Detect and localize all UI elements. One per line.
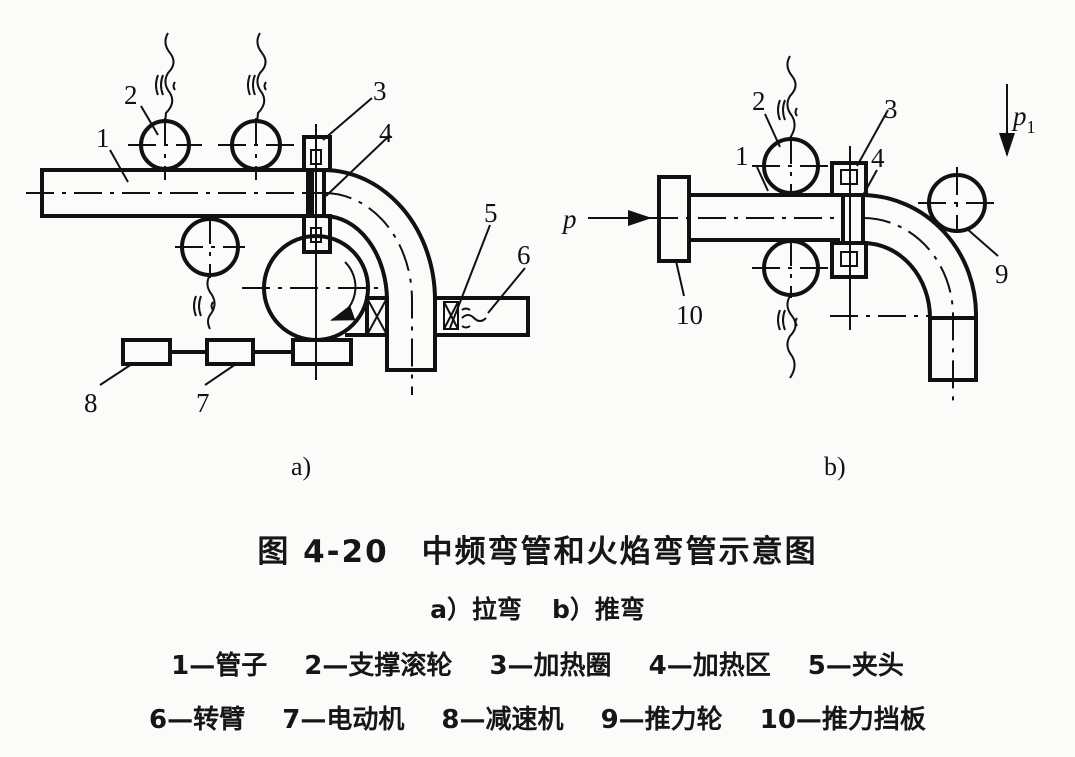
pipe-bending-diagram: 1 2 3 4 5 6 7 8 a) p <box>26 32 1036 481</box>
callout-5-a: 5 <box>484 198 498 228</box>
callout-8-a: 8 <box>84 388 98 418</box>
legend-item: 1—管子 <box>171 651 268 681</box>
force-p1-label: p1 <box>1011 101 1036 137</box>
callout-6-a: 6 <box>517 240 531 270</box>
cooling-water-icon-b <box>777 55 798 379</box>
figure-title: 图 4-20 中频弯管和火焰弯管示意图 <box>257 534 818 570</box>
cooling-water-icon <box>155 32 267 330</box>
panel-a-pull-bending: 1 2 3 4 5 6 7 8 a) <box>26 32 531 481</box>
subtitle-b: b）推弯 <box>551 595 645 624</box>
callout-2-a: 2 <box>124 80 138 110</box>
legend-item: 2—支撑滚轮 <box>304 651 453 681</box>
force-p-label: p <box>561 204 577 234</box>
legend-item: 8—减速机 <box>441 705 564 735</box>
callout-3-a: 3 <box>373 76 387 106</box>
support-roller-top-right-a <box>218 118 294 180</box>
callout-2-b: 2 <box>752 86 766 116</box>
leader-lines-b <box>675 109 999 297</box>
thrust-wheel-9-b <box>918 167 996 233</box>
subtitle-a: a）拉弯 <box>430 595 522 624</box>
legend-item: 6—转臂 <box>149 705 246 735</box>
panel-b-label: b) <box>824 452 846 481</box>
pipe-1-a <box>26 168 330 218</box>
pipe-bend-a <box>323 168 437 395</box>
callout-10-b: 10 <box>676 300 703 330</box>
rotating-arm-6-a <box>345 296 530 337</box>
drive-train-a <box>121 338 353 366</box>
legend-item: 3—加热圈 <box>489 651 612 681</box>
support-roller-bottom-a <box>175 216 245 278</box>
figure-subtitle: a）拉弯 b）推弯 <box>0 590 1075 626</box>
callout-3-b: 3 <box>884 94 898 124</box>
pipe-1-b <box>650 193 840 242</box>
panel-b-push-bending: p <box>561 55 1036 481</box>
legend-line-2: 6—转臂 7—电动机 8—减速机 9—推力轮 10—推力挡板 <box>0 699 1075 736</box>
legend-item: 7—电动机 <box>282 705 405 735</box>
support-roller-bottom-b <box>752 238 830 298</box>
support-roller-top-b <box>752 136 830 196</box>
callout-1-a: 1 <box>96 123 110 153</box>
pipe-bend-b <box>830 193 979 405</box>
legend-item: 5—夹头 <box>807 651 904 681</box>
panel-a-label: a) <box>291 452 311 481</box>
callout-4-a: 4 <box>379 118 393 148</box>
leader-lines-a <box>99 97 526 386</box>
legend-item: 4—加热区 <box>648 651 771 681</box>
callout-7-a: 7 <box>196 388 210 418</box>
legend-item: 9—推力轮 <box>600 705 723 735</box>
callout-1-b: 1 <box>735 141 749 171</box>
callout-9-b: 9 <box>995 259 1009 289</box>
heating-zone-4-b <box>841 146 865 330</box>
callout-4-b: 4 <box>871 143 885 173</box>
legend-line-1: 1—管子 2—支撑滚轮 3—加热圈 4—加热区 5—夹头 <box>0 645 1075 682</box>
legend-item: 10—推力挡板 <box>759 705 926 735</box>
